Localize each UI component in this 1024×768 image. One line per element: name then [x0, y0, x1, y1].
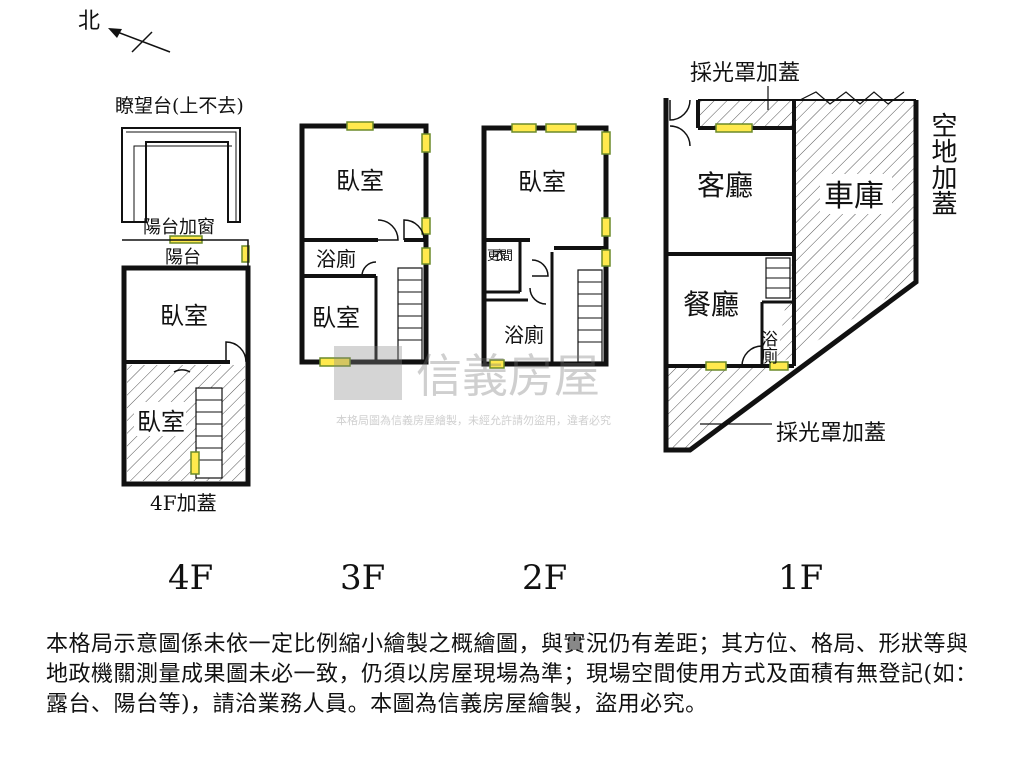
window-icon [241, 245, 250, 263]
floor-1f-walls [663, 98, 919, 453]
floor-3f-bedroom-b-label: 臥室 [312, 304, 360, 332]
window-icon [545, 123, 577, 133]
window-icon [601, 249, 611, 267]
window-icon [190, 451, 200, 475]
floor-3f-bathroom-label: 浴廁 [316, 247, 356, 271]
brand-logo-icon [334, 346, 402, 400]
door-icon [225, 341, 247, 363]
watermark-brand: 信義房屋 [416, 349, 600, 403]
skylight-top-label: 採光罩加蓋 [690, 61, 800, 86]
door-icon [361, 261, 377, 277]
door-icon [173, 369, 191, 373]
window-icon [489, 359, 505, 369]
door-icon [669, 99, 691, 121]
window-icon [601, 217, 611, 237]
stairs [765, 257, 791, 299]
floor-2f-closet-label: 更衣間 [487, 248, 513, 264]
door-icon [531, 259, 549, 277]
stairs [195, 387, 223, 479]
floor-label-3f: 3F [340, 558, 385, 598]
stairs [397, 267, 423, 361]
floor-4f-walls [121, 265, 251, 487]
window-icon [346, 121, 374, 131]
stairs [577, 269, 603, 363]
lookout-platform [121, 127, 241, 223]
floor-4f-bedroom-a-label: 臥室 [160, 302, 208, 330]
door-icon [669, 125, 691, 147]
floor-label-1f: 1F [778, 558, 823, 598]
skylight-bottom-hatch [666, 366, 776, 450]
floor-2f-bathroom-label: 浴廁 [504, 323, 544, 347]
floor-3f-bedroom-a-label: 臥室 [336, 167, 384, 195]
floor-4f-bedroom-b-label: 臥室 [137, 408, 185, 436]
window-icon [421, 247, 431, 265]
compass: 北 [78, 9, 171, 53]
lookout-label: 瞭望台(上不去) [115, 95, 244, 117]
floor-2f-bedroom-label: 臥室 [518, 168, 566, 196]
window-icon [715, 123, 753, 133]
living-room-label: 客廳 [697, 169, 753, 202]
floor-1f-plan: 採光罩加蓋 客廳 車庫 餐廳 浴廁 [663, 61, 957, 453]
floor-label-4f: 4F [168, 558, 213, 598]
floor-1f-bathroom-label: 浴廁 [757, 330, 778, 365]
door-icon [403, 219, 425, 241]
garage-label: 車庫 [824, 179, 884, 214]
balcony-label: 陽台 [165, 247, 201, 268]
door-icon [741, 345, 763, 367]
north-label: 北 [78, 9, 100, 34]
dining-room-label: 餐廳 [683, 288, 739, 321]
floor-4f-plan: 瞭望台(上不去) 陽台加窗 陽台 臥室 臥室 4F加蓋 [115, 95, 251, 515]
window-icon [769, 361, 789, 371]
floor-3f-plan: 臥室 浴廁 臥室 [299, 121, 431, 367]
door-icon [377, 219, 399, 241]
floor-label-2f: 2F [522, 558, 567, 598]
skylight-bottom-label: 採光罩加蓋 [776, 421, 886, 446]
window-icon [319, 357, 351, 367]
floor-4f-addition-label: 4F加蓋 [150, 491, 217, 515]
disclaimer-text: 本格局示意圖係未依一定比例縮小繪製之概繪圖，與實況仍有差距；其方位、格局、形狀等… [46, 632, 978, 717]
window-icon [705, 361, 727, 371]
window-icon [421, 217, 431, 235]
vacant-land-label: 空地加蓋 [927, 112, 957, 216]
north-arrow-icon [111, 29, 171, 53]
window-icon [511, 123, 537, 133]
balcony-window-label: 陽台加窗 [143, 217, 215, 238]
watermark: 信義房屋 本格局圖為信義房屋繪製，未經允許請勿盜用，違者必究 [334, 346, 611, 427]
door-icon [529, 287, 547, 305]
garage-hatch [776, 100, 916, 366]
watermark-notice: 本格局圖為信義房屋繪製，未經允許請勿盜用，違者必究 [336, 413, 611, 427]
window-icon [601, 131, 611, 155]
window-icon [421, 133, 431, 153]
floor-2f-plan: 臥室 更衣間 浴廁 [481, 123, 611, 369]
